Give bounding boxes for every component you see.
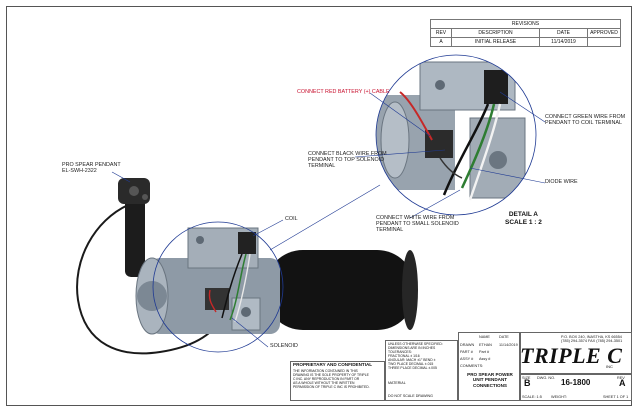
size-label: SIZE xyxy=(522,376,531,380)
coil-part xyxy=(238,232,256,254)
black-wire-line-3: TERMINAL xyxy=(308,163,336,170)
rev-label-tb: REV xyxy=(617,376,625,380)
tolerance-box: UNLESS OTHERWISE SPECIFIED: DIMENSIONS A… xyxy=(385,340,458,401)
proprietary-line-1: THE INFORMATION CONTAINED IN THIS xyxy=(293,368,358,373)
dwg-number-box: SIZE B DWG. NO. 16-1800 REV A SCALE: 1:5… xyxy=(520,374,632,401)
company-box: P.O. BOX 240, INASTHA, KS 66554 (785) 29… xyxy=(520,332,632,374)
solenoid-part xyxy=(205,288,229,310)
detail-circle-small xyxy=(152,221,284,353)
tolerance-line-1: UNLESS OTHERWISE SPECIFIED: xyxy=(388,342,443,346)
black-wire-line-2: PENDANT TO TOP SOLENOID xyxy=(308,157,385,164)
reservoir-tank xyxy=(265,250,415,330)
dwg-value: 16-1800 xyxy=(561,378,591,387)
proprietary-line-2: DRAWING IS THE SOLE PROPERTY OF TRIPLE xyxy=(293,372,369,377)
drawing-title-line-3: CONNECTIONS xyxy=(473,382,507,388)
scale-label: SCALE: 1:5 xyxy=(522,395,542,399)
pendant-callout-line-2: EL-SWH-2322 xyxy=(62,168,97,175)
company-logo-inc: INC xyxy=(606,364,613,369)
power-unit xyxy=(135,227,418,335)
sheet-label: SHEET 1 OF 1 xyxy=(603,395,629,399)
detail-circle-large xyxy=(375,54,537,216)
drawing-sheet xyxy=(6,6,632,406)
tolerance-line-2: DIMENSIONS ARE IN INCHES xyxy=(388,346,436,350)
dwg-label: DWG. NO. xyxy=(537,376,556,380)
assy-label: ASSY # xyxy=(460,357,474,361)
white-wire-callout: CONNECT WHITE WIRE FROM PENDANT TO SMALL… xyxy=(376,215,459,234)
leader-lines xyxy=(111,91,546,348)
date-header-tb: DATE xyxy=(499,335,509,339)
green-wire-line-1: CONNECT GREEN WIRE FROM xyxy=(545,114,626,120)
coil-callout: COIL xyxy=(285,216,298,222)
assy-value: Assy # xyxy=(479,357,491,361)
proprietary-line-5: PERMISSION OF TRIPLE C INC IS PROHIBITED… xyxy=(293,384,370,389)
company-logo: TRIPLE C xyxy=(520,343,623,368)
approved-cell xyxy=(587,37,621,47)
solenoid-callout: SOLENOID xyxy=(270,343,298,349)
drawn-name: ETHAN xyxy=(479,343,492,347)
detail-a-view xyxy=(376,55,536,215)
pendant-callout: PRO SPEAR PENDANT EL-SWH-2322 xyxy=(62,162,121,174)
proprietary-line-3: C INC. ANY REPRODUCTION IN PART OR xyxy=(293,376,360,381)
drawn-date: 11/14/2019 xyxy=(499,343,518,347)
red-cable-callout: CONNECT RED BATTERY (+) CABLE xyxy=(297,89,390,95)
proprietary-title: PROPRIETARY AND CONFIDENTIAL xyxy=(293,362,373,367)
drawing-title-line-2: UNIT PENDANT xyxy=(472,377,508,383)
black-wire-line-1: CONNECT BLACK WIRE FROM xyxy=(308,151,387,157)
rev-value-tb: A xyxy=(619,378,626,388)
white-wire-line-1: CONNECT WHITE WIRE FROM xyxy=(376,215,455,221)
part-label: PART # xyxy=(460,350,473,354)
revisions-table: REVISIONS REV DESCRIPTION DATE APPROVED … xyxy=(430,19,621,47)
detail-scale: SCALE 1 : 2 xyxy=(505,218,542,226)
address-line-1: P.O. BOX 240, INASTHA, KS 66554 xyxy=(561,335,622,339)
no-scale-label: DO NOT SCALE DRAWING xyxy=(388,394,433,398)
weight-label: WEIGHT: xyxy=(551,395,567,399)
black-wire-callout: CONNECT BLACK WIRE FROM PENDANT TO TOP S… xyxy=(308,151,387,170)
material-label: MATERIAL xyxy=(388,381,406,385)
diode-callout: DIODE WIRE xyxy=(545,179,578,185)
size-value: B xyxy=(524,378,531,388)
tolerance-line-6: TWO PLACE DECIMAL ±.015 xyxy=(388,362,434,366)
green-wire-callout: CONNECT GREEN WIRE FROM PENDANT TO COIL … xyxy=(545,114,625,126)
green-wire-line-2: PENDANT TO COIL TERMINAL xyxy=(545,120,622,127)
pendant-callout-line-1: PRO SPEAR PENDANT xyxy=(62,162,121,168)
name-header: NAME xyxy=(479,335,490,339)
pendant xyxy=(118,178,150,277)
comments-label: COMMENTS: xyxy=(460,364,484,368)
address-line-2: (785) 294-3574 FAX (785) 294-3501 xyxy=(561,339,623,343)
pendant-cable xyxy=(76,204,223,355)
white-wire-line-2: PENDANT TO SMALL SOLENOID xyxy=(376,221,459,228)
proprietary-line-4: AS A WHOLE WITHOUT THE WRITTEN xyxy=(293,380,355,385)
detail-title: DETAIL A xyxy=(508,211,538,218)
detail-label: DETAIL A SCALE 1 : 2 xyxy=(505,211,542,226)
drawing-title-line-1: PRO SPEAR POWER xyxy=(467,372,513,377)
proprietary-box: PROPRIETARY AND CONFIDENTIAL THE INFORMA… xyxy=(290,361,385,401)
tolerance-line-7: THREE PLACE DECIMAL ±.005 xyxy=(388,366,437,370)
part-value: Part # xyxy=(479,350,490,354)
tolerance-line-5: ANGULAR: MACH ±1° BEND ± xyxy=(388,358,436,362)
tolerance-line-4: FRACTIONAL ± 1/16 xyxy=(388,354,420,358)
approval-box: NAME DATE DRAWN ETHAN 11/14/2019 PART # … xyxy=(458,332,520,401)
white-wire-line-3: TERMINAL xyxy=(376,227,404,234)
drawn-label: DRAWN xyxy=(460,343,475,347)
tolerance-line-3: TOLERANCES: xyxy=(388,350,412,354)
